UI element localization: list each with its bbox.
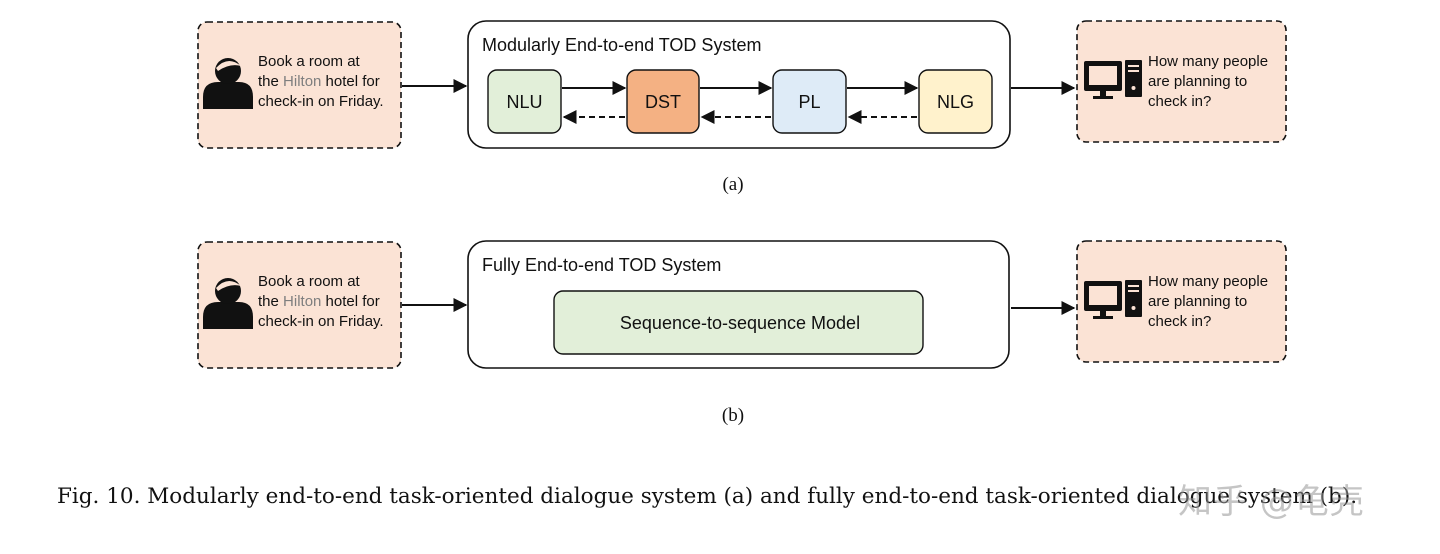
system-response-box (1076, 20, 1287, 143)
user-query-line1: Book a room at (258, 53, 361, 70)
response-line2: are planning to (1148, 73, 1247, 90)
watermark: 知乎 @龟壳 (1178, 482, 1365, 522)
panel-b: Book a room at the Hilton hotel for chec… (197, 240, 1287, 426)
seq2seq-model-box (553, 290, 924, 355)
user-query-line3: check-in on Friday. (258, 93, 384, 110)
person-icon (203, 278, 253, 329)
modular-system-title: Modularly End-to-end TOD System (482, 35, 761, 55)
user-query-text: Book a room at the Hilton hotel for chec… (258, 53, 384, 110)
dst-label: DST (645, 92, 681, 112)
pl-label: PL (798, 92, 820, 112)
computer-icon (1084, 280, 1142, 319)
panel-a: Book a room at the Hilton hotel for chec… (197, 20, 1287, 195)
figure-caption: Fig. 10. Modularly end-to-end task-orien… (57, 484, 1358, 509)
system-response-text: How many people are planning to check in… (1148, 273, 1272, 330)
response-line1: How many people (1148, 273, 1268, 290)
user-query-line3: check-in on Friday. (258, 313, 384, 330)
nlg-module (918, 69, 993, 134)
computer-icon (1084, 60, 1142, 99)
dst-module (626, 69, 700, 134)
user-query-line2-suffix: hotel for (321, 73, 379, 90)
user-query-line2-suffix: hotel for (321, 293, 379, 310)
nlu-module (487, 69, 562, 134)
seq2seq-model-label: Sequence-to-sequence Model (620, 313, 860, 333)
user-query-text: Book a room at the Hilton hotel for chec… (258, 273, 384, 330)
nlu-label: NLU (506, 92, 542, 112)
user-query-line2-prefix: the (258, 293, 283, 310)
user-query-line1: Book a room at (258, 273, 361, 290)
user-query-box (197, 21, 402, 149)
tod-diagram: Book a room at the Hilton hotel for chec… (197, 20, 1287, 426)
user-query-box (197, 241, 402, 369)
system-response-text: How many people are planning to check in… (1148, 53, 1272, 110)
response-line2: are planning to (1148, 293, 1247, 310)
hilton-word: Hilton (283, 73, 321, 90)
person-icon (203, 58, 253, 109)
nlg-label: NLG (937, 92, 974, 112)
system-response-box (1076, 240, 1287, 363)
hilton-word: Hilton (283, 293, 321, 310)
response-line3: check in? (1148, 93, 1211, 110)
subfigure-label-a: (a) (722, 174, 743, 195)
fully-system-title: Fully End-to-end TOD System (482, 255, 721, 275)
subfigure-label-b: (b) (722, 405, 744, 426)
response-line1: How many people (1148, 53, 1268, 70)
pl-module (772, 69, 847, 134)
user-query-line2-prefix: the (258, 73, 283, 90)
response-line3: check in? (1148, 313, 1211, 330)
